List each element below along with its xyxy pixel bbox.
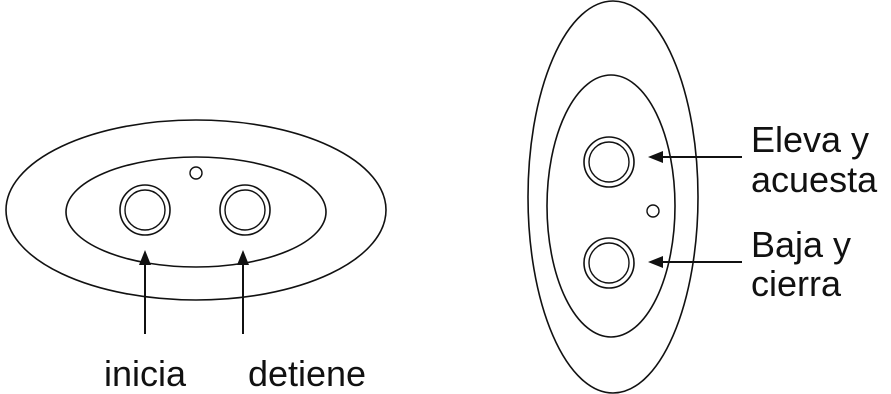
horizontal-remote-outer-shell <box>6 120 386 300</box>
lower-label-line-2: cierra <box>751 263 842 304</box>
raise-label-line-1: Eleva y <box>751 119 869 160</box>
vertical-remote-indicator-light <box>647 205 659 217</box>
horizontal-remote-indicator-light <box>190 167 202 179</box>
start-arrow <box>139 250 151 334</box>
lower-arrow <box>648 256 742 268</box>
stop-arrow <box>237 250 249 334</box>
horizontal-remote: inicia detiene <box>6 120 386 394</box>
start-button[interactable] <box>120 185 170 235</box>
raise-arrow <box>648 151 742 163</box>
vertical-remote-outer-shell <box>528 1 698 393</box>
stop-label: detiene <box>248 353 366 394</box>
raise-label-line-2: acuesta <box>751 159 878 200</box>
vertical-remote: Eleva y acuesta Baja y cierra <box>528 1 878 393</box>
raise-button[interactable] <box>584 137 634 187</box>
horizontal-remote-inner-panel <box>66 157 326 267</box>
start-label: inicia <box>104 353 187 394</box>
stop-button[interactable] <box>220 185 270 235</box>
lower-button[interactable] <box>584 238 634 288</box>
lower-label-line-1: Baja y <box>751 224 851 265</box>
